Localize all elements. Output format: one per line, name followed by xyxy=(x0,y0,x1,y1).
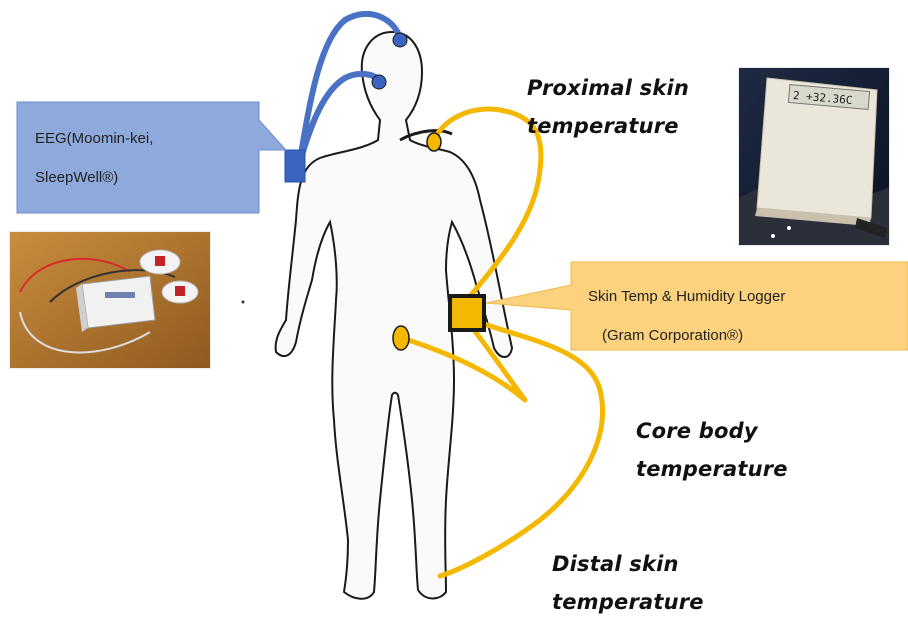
eeg-callout-line1: EEG(Moomin-kei, xyxy=(35,119,153,158)
small-dot xyxy=(242,301,245,304)
logger-callout-line2: (Gram Corporation®) xyxy=(588,316,785,355)
eeg-callout-line2: SleepWell®) xyxy=(35,158,153,197)
core-sensor xyxy=(393,326,409,350)
logger-callout-line1: Skin Temp & Humidity Logger xyxy=(588,277,785,316)
core-label-line1: Core body xyxy=(636,412,788,450)
distal-label: Distal skin temperature xyxy=(552,545,704,621)
proximal-label-line2: temperature xyxy=(527,107,689,145)
distal-label-line1: Distal skin xyxy=(552,545,704,583)
eeg-electrode-side xyxy=(372,75,386,89)
logger-callout-text: Skin Temp & Humidity Logger (Gram Corpor… xyxy=(588,277,785,355)
temperature-logger-box xyxy=(450,296,484,330)
proximal-sensor xyxy=(427,133,441,151)
proximal-label: Proximal skin temperature xyxy=(527,69,689,145)
core-label: Core body temperature xyxy=(636,412,788,488)
eeg-callout-text: EEG(Moomin-kei, SleepWell®) xyxy=(35,119,153,197)
logger-device-photo: 2 +32.36C xyxy=(739,68,889,245)
eeg-recorder-box xyxy=(285,150,305,182)
proximal-label-line1: Proximal skin xyxy=(527,69,689,107)
eeg-electrode-top xyxy=(393,33,407,47)
eeg-device-photo xyxy=(10,232,210,368)
core-label-line2: temperature xyxy=(636,450,788,488)
distal-label-line2: temperature xyxy=(552,583,704,621)
